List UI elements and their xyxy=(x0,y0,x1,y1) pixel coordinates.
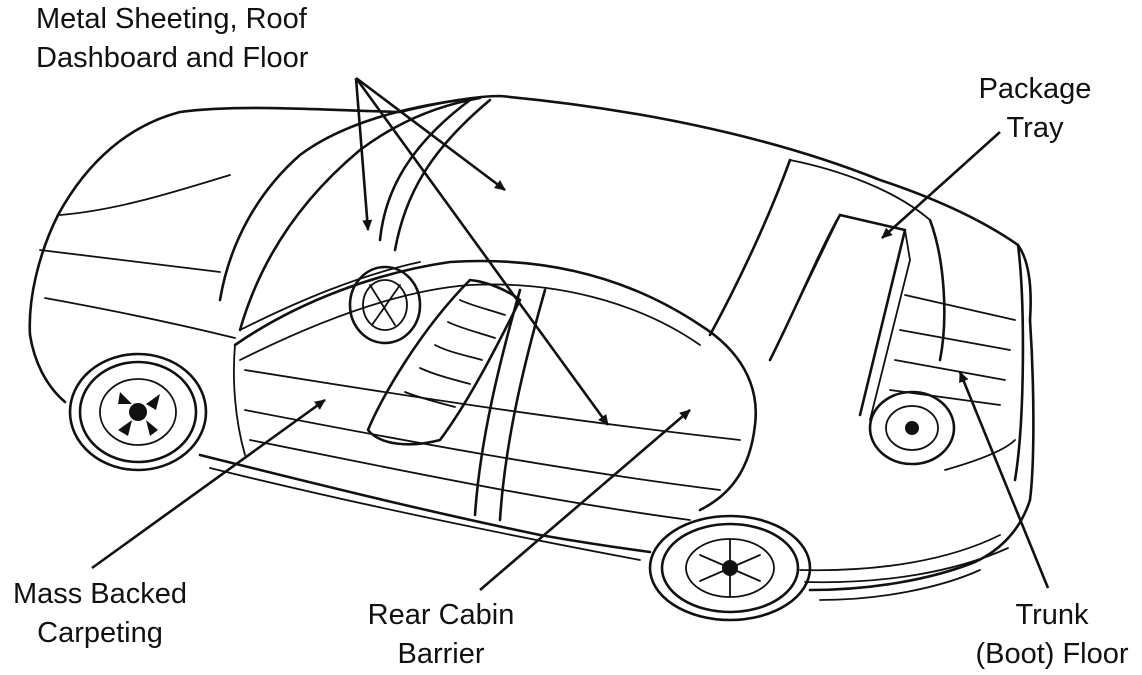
car-body xyxy=(28,94,1035,601)
label-metal-sheeting-line2: Dashboard and Floor xyxy=(36,42,309,74)
label-package-tray-line1: Package xyxy=(978,73,1092,105)
leader-metal-floor xyxy=(354,77,610,426)
leader-metal-roof xyxy=(355,76,506,192)
label-trunk-boot-floor: Trunk (Boot) Floor xyxy=(964,596,1140,674)
leader-mass-backed-carpeting xyxy=(91,398,326,570)
leader-lines xyxy=(91,76,1050,591)
label-mass-backed-carpeting: Mass Backed Carpeting xyxy=(0,575,200,653)
label-rear-cabin-barrier: Rear Cabin Barrier xyxy=(356,596,526,674)
label-metal-sheeting-line1: Metal Sheeting, Roof xyxy=(36,3,307,35)
label-package-tray: Package Tray xyxy=(972,70,1098,148)
label-trunk-boot-floor-line2: (Boot) Floor xyxy=(975,638,1129,670)
leader-rear-cabin-barrier xyxy=(479,409,691,591)
spare-wheel xyxy=(868,390,956,466)
label-rear-cabin-barrier-line2: Barrier xyxy=(397,638,485,670)
leader-metal-dashboard xyxy=(354,77,373,231)
front-wheel xyxy=(68,352,208,472)
label-mass-backed-carpeting-line2: Carpeting xyxy=(37,617,163,649)
label-metal-sheeting: Metal Sheeting, Roof Dashboard and Floor xyxy=(36,0,308,78)
label-rear-cabin-barrier-line1: Rear Cabin xyxy=(367,599,515,631)
label-package-tray-line2: Tray xyxy=(1006,112,1064,144)
label-trunk-boot-floor-line1: Trunk xyxy=(1015,599,1089,631)
leader-package-tray xyxy=(881,131,1001,239)
leader-trunk-boot-floor xyxy=(958,371,1050,589)
label-mass-backed-carpeting-line1: Mass Backed xyxy=(12,578,188,610)
rear-wheel xyxy=(648,514,812,622)
